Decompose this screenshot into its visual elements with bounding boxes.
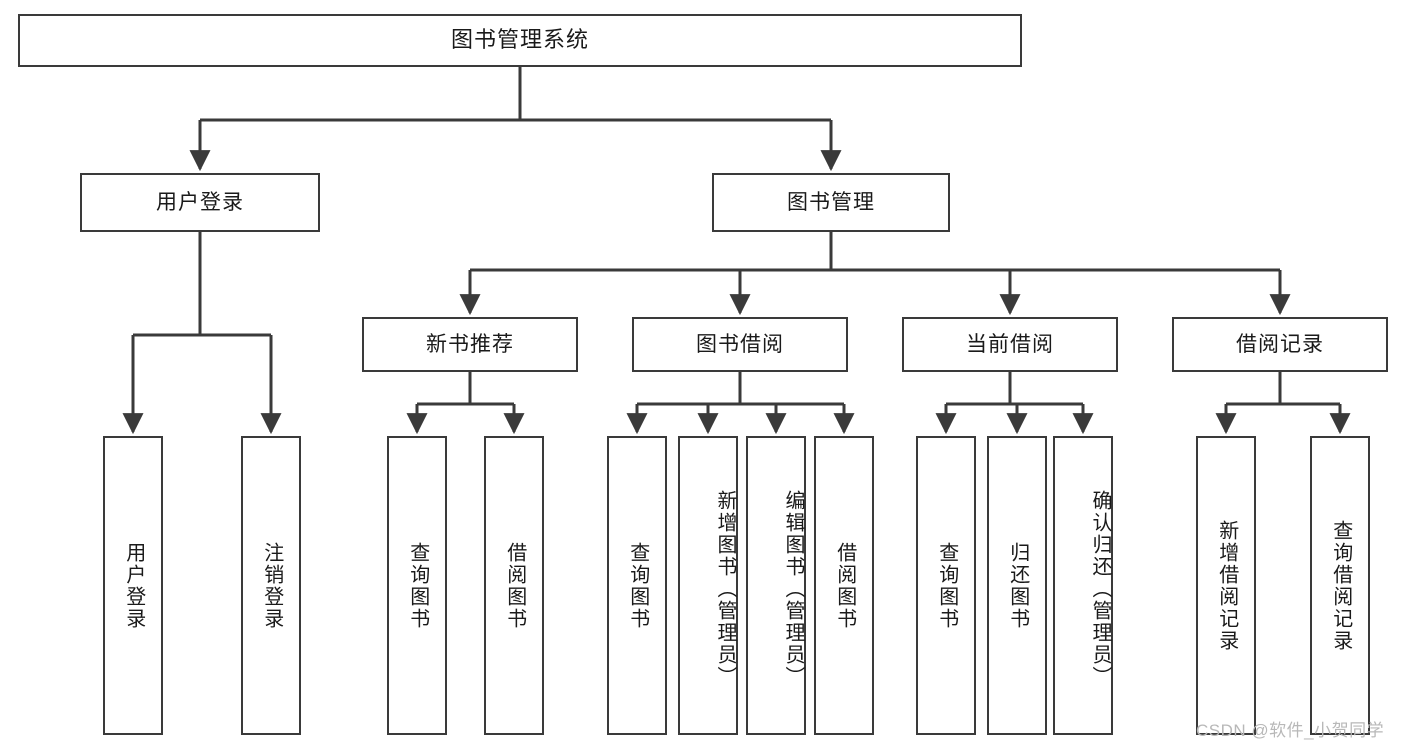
node-borrow-records[interactable]: 借阅记录 [1172,317,1388,372]
node-label: 新增借阅记录 [1215,519,1238,652]
node-label: 新增图书（管理员） [714,489,736,688]
node-root-system[interactable]: 图书管理系统 [18,14,1022,67]
node-leaf-return-books[interactable]: 归还图书 [987,436,1047,735]
node-new-book-recommend[interactable]: 新书推荐 [362,317,578,372]
node-leaf-borrow-books-recommend[interactable]: 借阅图书 [484,436,544,735]
node-label: 图书管理系统 [450,27,589,53]
node-current-borrow[interactable]: 当前借阅 [902,317,1118,372]
node-label: 新书推荐 [426,332,514,356]
node-label: 图书管理 [787,190,875,214]
node-leaf-query-books-recommend[interactable]: 查询图书 [387,436,447,735]
node-leaf-edit-book-admin[interactable]: 编辑图书（管理员） [746,436,806,735]
node-label: 查询图书 [935,541,958,630]
node-leaf-add-borrow-record[interactable]: 新增借阅记录 [1196,436,1256,735]
node-label: 确认归还（管理员） [1089,489,1111,688]
node-label: 查询图书 [626,541,649,630]
node-label: 借阅记录 [1236,332,1324,356]
node-label: 编辑图书（管理员） [782,489,804,688]
node-leaf-user-logout[interactable]: 注销登录 [241,436,301,735]
node-book-management[interactable]: 图书管理 [712,173,950,232]
watermark-text: CSDN @软件_小贺同学 [1196,721,1385,740]
node-label: 查询图书 [406,541,429,630]
node-leaf-query-books-borrow[interactable]: 查询图书 [607,436,667,735]
node-label: 查询借阅记录 [1329,519,1352,652]
node-leaf-query-borrow-record[interactable]: 查询借阅记录 [1310,436,1370,735]
node-label: 图书借阅 [696,332,784,356]
node-leaf-confirm-return-admin[interactable]: 确认归还（管理员） [1053,436,1113,735]
node-user-login[interactable]: 用户登录 [80,173,320,232]
node-label: 用户登录 [156,190,244,214]
node-label: 用户登录 [122,541,145,630]
node-leaf-add-book-admin[interactable]: 新增图书（管理员） [678,436,738,735]
node-label: 当前借阅 [966,332,1054,356]
node-label: 注销登录 [260,541,283,630]
node-leaf-user-login[interactable]: 用户登录 [103,436,163,735]
node-label: 归还图书 [1006,541,1029,630]
node-label: 借阅图书 [833,541,856,630]
node-label: 借阅图书 [503,541,526,630]
node-leaf-borrow-books[interactable]: 借阅图书 [814,436,874,735]
node-leaf-query-books-current[interactable]: 查询图书 [916,436,976,735]
node-book-borrow[interactable]: 图书借阅 [632,317,848,372]
